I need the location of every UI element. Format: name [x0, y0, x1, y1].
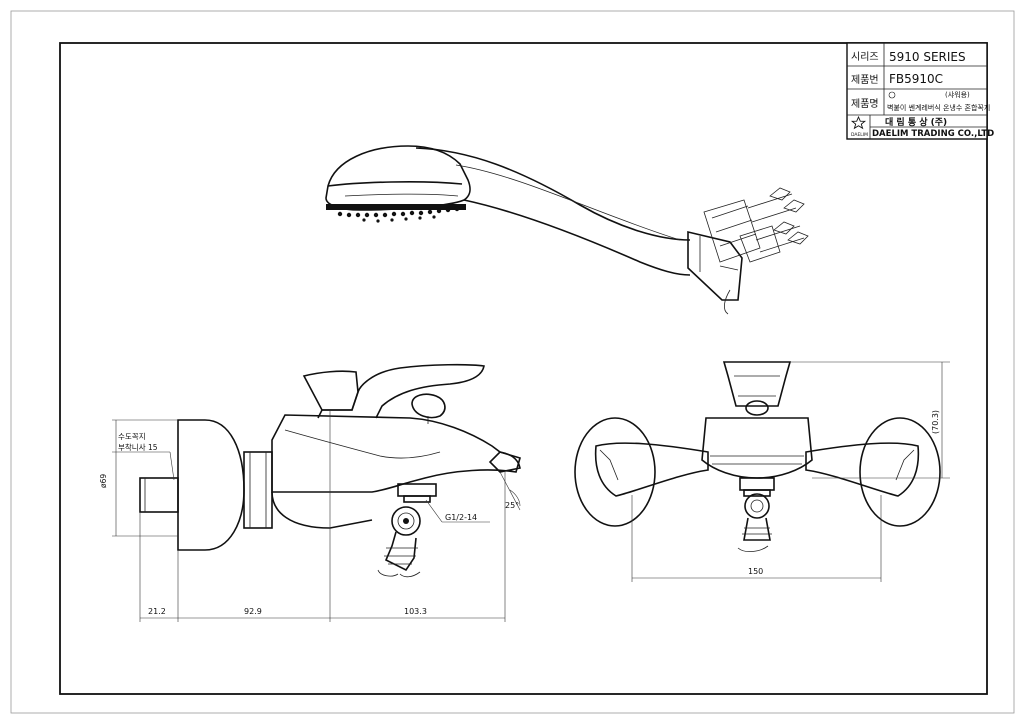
product-no-value: FB5910C — [889, 72, 943, 86]
company-english-name: DAELIM TRADING CO.,LTD — [872, 129, 994, 139]
dim-front-width: 150 — [748, 567, 763, 576]
front-view: 150 (70.3) — [574, 361, 950, 582]
series-label: 시리즈 — [851, 51, 879, 63]
daelim-star-logo-icon — [850, 115, 867, 130]
registered-mark-icon — [888, 91, 896, 99]
title-block: 시리즈 5910 SERIES 제품번 FB5910C 제품명 (샤워용) 벽붙… — [846, 42, 994, 140]
dim-front-height: (70.3) — [931, 410, 940, 434]
angle-label: 25° — [505, 501, 519, 510]
inlet-label-line1: 수도꼭지 — [118, 432, 146, 441]
daelim-logo-text: DAELIM — [851, 132, 868, 138]
diameter-dim: ø69 — [99, 474, 108, 488]
product-name-note: (샤워용) — [945, 90, 970, 99]
dim-left-2: 92.9 — [244, 607, 262, 616]
product-name-label: 제품명 — [851, 98, 879, 110]
side-view: 25° G1/2-14 수도꼭지 부착니사 15 ø69 21.2 92.9 1… — [99, 363, 521, 622]
hand-shower-view — [325, 145, 809, 315]
drawing-frame — [59, 42, 988, 695]
sheet-outer-border — [10, 10, 1015, 714]
shower-face-plate — [326, 204, 466, 210]
shower-nozzles — [337, 206, 460, 223]
dim-left-1: 21.2 — [148, 607, 166, 616]
company-korean-name: 대 림 통 상 (주) — [885, 116, 947, 128]
thread-label: G1/2-14 — [445, 513, 477, 522]
product-name-value: 벽붙이 쎈계레버식 온냉수 혼합꼭지 — [887, 103, 990, 112]
series-value: 5910 SERIES — [889, 50, 966, 64]
hose-connector-parts — [703, 187, 809, 315]
inlet-label-line2: 부착니사 15 — [118, 443, 158, 452]
product-no-label: 제품번 — [851, 74, 879, 86]
dim-left-3: 103.3 — [404, 607, 427, 616]
